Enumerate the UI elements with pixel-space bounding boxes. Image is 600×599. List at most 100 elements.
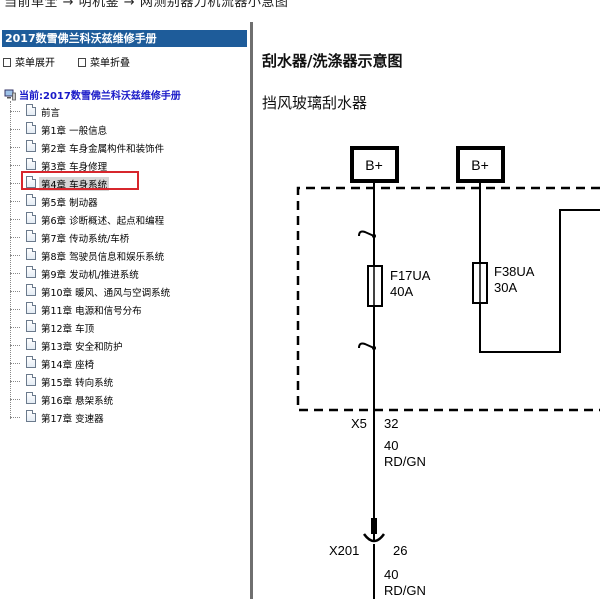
tree-item[interactable]: 第2章 车身金属构件和装饰件 bbox=[10, 138, 240, 156]
tree-item-label: 第14章 座椅 bbox=[41, 360, 95, 371]
tree-item[interactable]: 第3章 车身修理 bbox=[10, 156, 240, 174]
tree-item[interactable]: 第8章 驾驶员信息和娱乐系统 bbox=[10, 246, 240, 264]
tree-item-label: 前言 bbox=[41, 108, 61, 119]
tree-connector bbox=[10, 183, 20, 184]
tree-item[interactable]: 第11章 电源和信号分布 bbox=[10, 300, 240, 318]
tree-item-label: 第6章 诊断概述、起点和编程 bbox=[41, 216, 165, 227]
document-icon bbox=[26, 374, 36, 386]
tree-connector bbox=[10, 129, 20, 130]
tree-item-label: 第13章 安全和防护 bbox=[41, 342, 123, 353]
content-pane: 刮水器/洗涤器示意图 挡风玻璃刮水器 B+ B+ F17UA 40A X5 32… bbox=[253, 22, 600, 599]
collapse-icon bbox=[78, 58, 86, 67]
tree-connector bbox=[10, 255, 20, 256]
expand-menu-button[interactable]: 菜单展开 bbox=[3, 54, 55, 69]
tree-item-label: 第1章 一般信息 bbox=[41, 126, 108, 137]
computer-icon bbox=[4, 89, 16, 101]
tree-item-label: 第15章 转向系统 bbox=[41, 378, 114, 389]
tree-header: 2017数雪佛兰科沃兹维修手册 bbox=[2, 30, 247, 47]
document-icon bbox=[26, 338, 36, 350]
tree-item-label: 第3章 车身修理 bbox=[41, 162, 108, 173]
tree-item-label: 第9章 发动机/推进系统 bbox=[41, 270, 139, 281]
connector1-label: X5 bbox=[351, 416, 367, 431]
collapse-menu-button[interactable]: 菜单折叠 bbox=[78, 54, 130, 69]
fuse2-rating: 30A bbox=[494, 280, 517, 295]
selection-highlight-box bbox=[21, 171, 139, 190]
fuse-block-boundary bbox=[296, 186, 600, 412]
tree-item-label: 第5章 制动器 bbox=[41, 198, 98, 209]
document-icon bbox=[26, 212, 36, 224]
tree-item-label: 第12章 车顶 bbox=[41, 324, 95, 335]
connector-socket bbox=[362, 533, 386, 543]
document-icon bbox=[26, 410, 36, 422]
section-title: 挡风玻璃刮水器 bbox=[262, 94, 368, 112]
tree-item[interactable]: 第9章 发动机/推进系统 bbox=[10, 264, 240, 282]
tree-item[interactable]: 第12章 车顶 bbox=[10, 318, 240, 336]
expand-icon bbox=[3, 58, 11, 67]
tree-item[interactable]: 第7章 传动系统/车桥 bbox=[10, 228, 240, 246]
document-icon bbox=[26, 176, 36, 188]
tree-item[interactable]: 第6章 诊断概述、起点和编程 bbox=[10, 210, 240, 228]
tree-item[interactable]: 第1章 一般信息 bbox=[10, 120, 240, 138]
document-icon bbox=[26, 284, 36, 296]
tree-item-label: 第2章 车身金属构件和装饰件 bbox=[41, 144, 165, 155]
document-icon bbox=[26, 320, 36, 332]
wire-3b bbox=[479, 209, 600, 353]
expand-menu-label: 菜单展开 bbox=[15, 58, 55, 69]
tree-item[interactable]: 第14章 座椅 bbox=[10, 354, 240, 372]
tree-item-label: 第16章 悬架系统 bbox=[41, 396, 114, 407]
document-icon bbox=[26, 302, 36, 314]
tree-connector bbox=[10, 399, 20, 400]
document-icon bbox=[26, 392, 36, 404]
tree-connector bbox=[10, 273, 20, 274]
tree-item[interactable]: 第15章 转向系统 bbox=[10, 372, 240, 390]
navigation-pane bbox=[0, 22, 250, 599]
pane-splitter[interactable] bbox=[250, 22, 253, 599]
tree-connector bbox=[10, 291, 20, 292]
tree-item[interactable]: 第5章 制动器 bbox=[10, 192, 240, 210]
splice-top bbox=[358, 230, 375, 237]
tree-item[interactable]: 第17章 变速器 bbox=[10, 408, 240, 426]
tree-connector bbox=[10, 111, 20, 112]
tree-item-label: 第7章 传动系统/车桥 bbox=[41, 234, 130, 245]
connector1-pin: 32 bbox=[384, 416, 398, 431]
tree-item-label: 第4章 车身系统 bbox=[39, 177, 110, 191]
collapse-menu-label: 菜单折叠 bbox=[90, 58, 130, 69]
wire1-color: RD/GN bbox=[384, 454, 426, 469]
wire2-gauge: 40 bbox=[384, 567, 398, 582]
tree-connector bbox=[10, 201, 20, 202]
tree-item[interactable]: 第4章 车身系统 bbox=[10, 174, 240, 192]
wire1-gauge: 40 bbox=[384, 438, 398, 453]
tree-item[interactable]: 第13章 安全和防护 bbox=[10, 336, 240, 354]
fuse2-name: F38UA bbox=[494, 264, 535, 279]
fuse-f17ua bbox=[367, 265, 383, 307]
tree-connector bbox=[10, 165, 20, 166]
tree-connector bbox=[10, 219, 20, 220]
splice-bottom bbox=[358, 342, 375, 349]
tree-root[interactable]: 当前:2017数雪佛兰科沃兹维修手册 bbox=[4, 87, 181, 102]
document-icon bbox=[26, 158, 36, 170]
tree-item[interactable]: 第16章 悬架系统 bbox=[10, 390, 240, 408]
document-icon bbox=[26, 104, 36, 116]
tree-connector bbox=[10, 237, 20, 238]
document-icon bbox=[26, 194, 36, 206]
wire2-color: RD/GN bbox=[384, 583, 426, 598]
document-icon bbox=[26, 230, 36, 242]
document-icon bbox=[26, 248, 36, 260]
fuse1-rating: 40A bbox=[390, 284, 413, 299]
tree-connector bbox=[10, 327, 20, 328]
tree-connector bbox=[10, 309, 20, 310]
tree-connector bbox=[10, 381, 20, 382]
window-title-strip: 当前单全 → 明机鉴 → 网测别器刀机流器小急图 bbox=[0, 0, 600, 22]
document-icon bbox=[26, 140, 36, 152]
document-icon bbox=[26, 122, 36, 134]
tree-item-label: 第11章 电源和信号分布 bbox=[41, 306, 142, 317]
document-icon bbox=[26, 356, 36, 368]
tree-item[interactable]: 第10章 暖风、通风与空调系统 bbox=[10, 282, 240, 300]
tree-item[interactable]: 前言 bbox=[10, 102, 240, 120]
connector2-label: X201 bbox=[329, 543, 359, 558]
page-title: 刮水器/洗涤器示意图 bbox=[262, 52, 403, 70]
wiper-schematic: B+ B+ F17UA 40A X5 32 40 RD/GN X201 26 4… bbox=[296, 146, 600, 599]
tree-connector bbox=[10, 345, 20, 346]
window-title: 当前单全 → 明机鉴 → 网测别器刀机流器小急图 bbox=[4, 0, 289, 10]
tree-item-label: 第17章 变速器 bbox=[41, 414, 104, 425]
